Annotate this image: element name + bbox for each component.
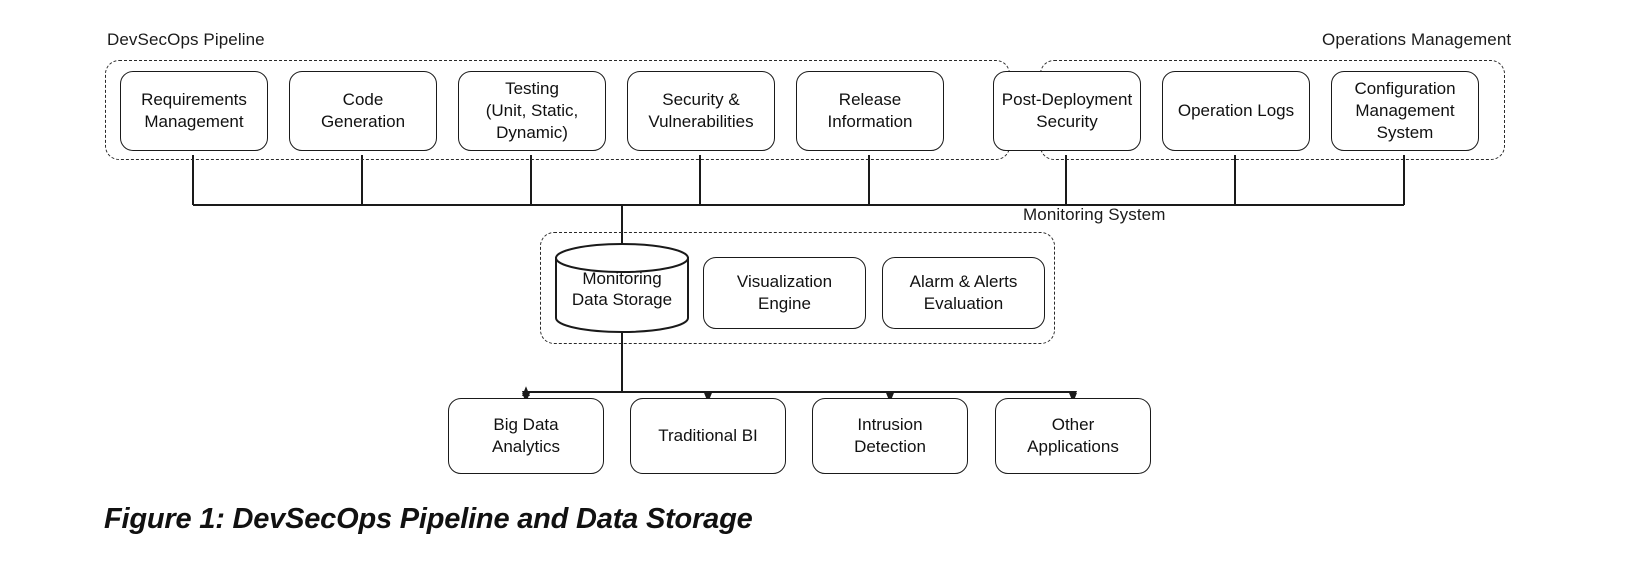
figure-caption: Figure 1: DevSecOps Pipeline and Data St… bbox=[104, 503, 753, 535]
node-monitoring-data-storage-label: Monitoring Data Storage bbox=[571, 268, 673, 310]
node-code-generation[interactable]: Code Generation bbox=[289, 71, 437, 151]
node-visualization-engine[interactable]: Visualization Engine bbox=[703, 257, 866, 329]
node-operation-logs[interactable]: Operation Logs bbox=[1162, 71, 1310, 151]
group-label-operations: Operations Management bbox=[1322, 30, 1512, 49]
node-testing[interactable]: Testing (Unit, Static, Dynamic) bbox=[458, 71, 606, 151]
node-traditional-bi[interactable]: Traditional BI bbox=[630, 398, 786, 474]
database-cylinder-icon bbox=[555, 243, 689, 333]
node-configuration-management-system[interactable]: Configuration Management System bbox=[1331, 71, 1479, 151]
node-requirements-management[interactable]: Requirements Management bbox=[120, 71, 268, 151]
group-label-pipeline: DevSecOps Pipeline bbox=[107, 30, 265, 49]
group-label-monitoring: Monitoring System bbox=[1023, 205, 1166, 224]
node-release-information[interactable]: Release Information bbox=[796, 71, 944, 151]
node-monitoring-data-storage[interactable]: Monitoring Data Storage bbox=[554, 243, 690, 333]
node-post-deployment-security[interactable]: Post-Deployment Security bbox=[993, 71, 1141, 151]
node-security-vulnerabilities[interactable]: Security & Vulnerabilities bbox=[627, 71, 775, 151]
node-intrusion-detection[interactable]: Intrusion Detection bbox=[812, 398, 968, 474]
group-container-monitoring bbox=[540, 232, 1055, 344]
node-big-data-analytics[interactable]: Big Data Analytics bbox=[448, 398, 604, 474]
node-other-applications[interactable]: Other Applications bbox=[995, 398, 1151, 474]
node-alarm-alerts-evaluation[interactable]: Alarm & Alerts Evaluation bbox=[882, 257, 1045, 329]
